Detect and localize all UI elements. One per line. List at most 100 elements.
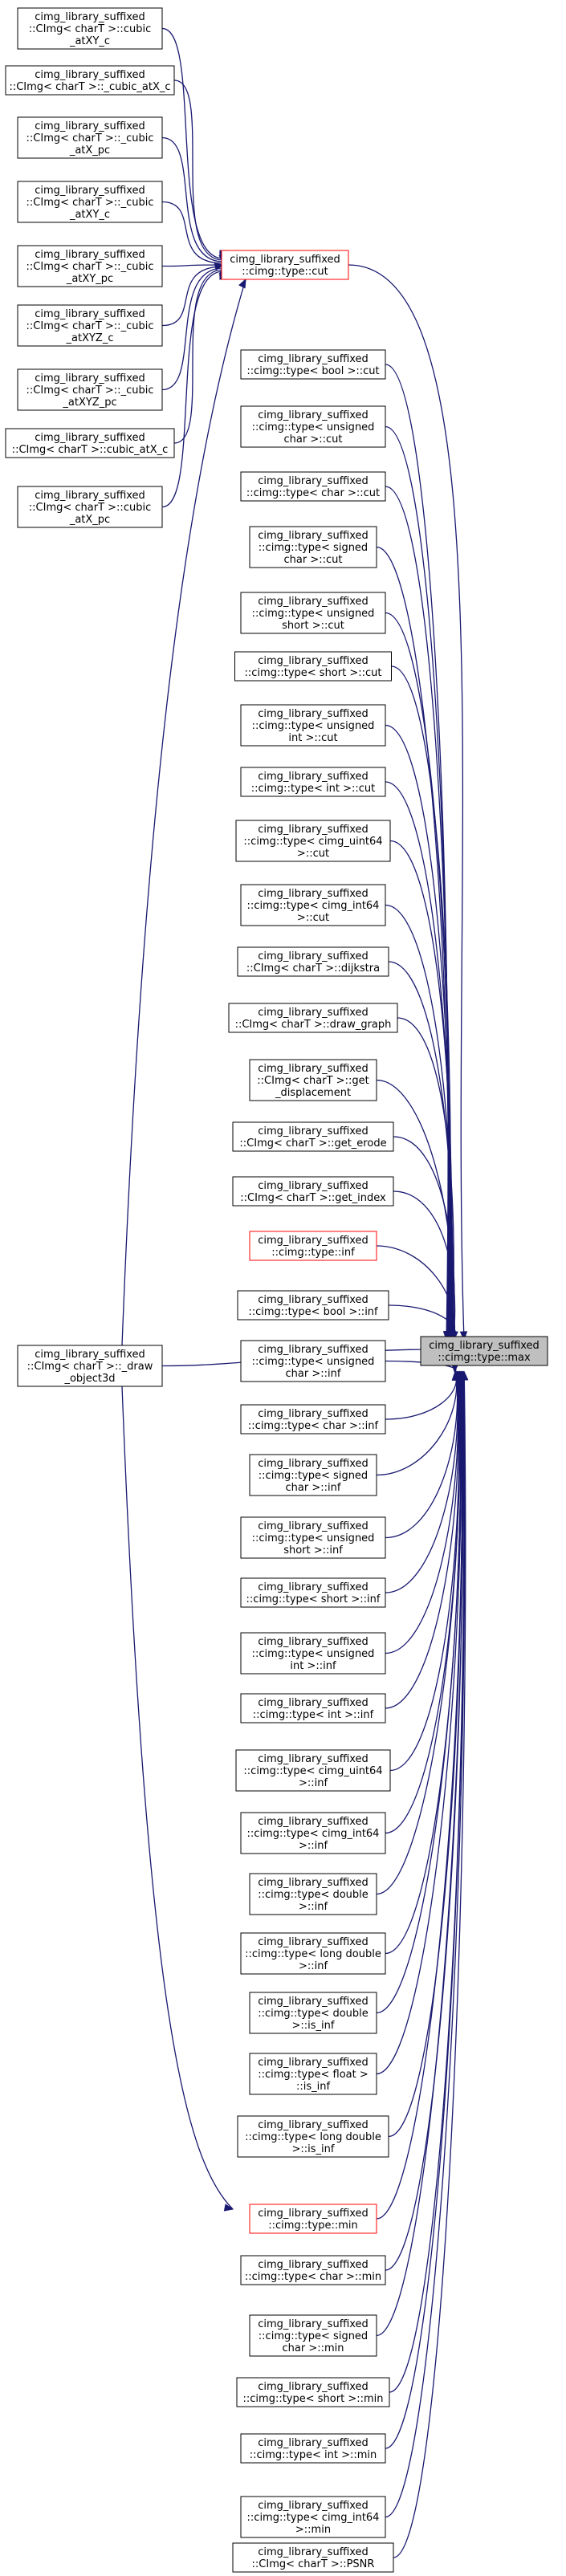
node-label-line: cimg_library_suffixed — [258, 1936, 369, 1948]
node-ushort_inf[interactable]: cimg_library_suffixed::cimg::type< unsig… — [240, 1516, 386, 1559]
node-PSNR[interactable]: cimg_library_suffixed::CImg< charT >::PS… — [232, 2542, 394, 2573]
edge-arrow — [161, 136, 227, 263]
node-label-line: ::CImg< charT >::_cubic_atX_c — [9, 81, 170, 93]
node-double_inf[interactable]: cimg_library_suffixed::cimg::type< doubl… — [249, 1873, 377, 1915]
node-label-line: cimg_library_suffixed — [258, 2381, 369, 2393]
node-uint64_cut[interactable]: cimg_library_suffixed::cimg::type< cimg_… — [235, 820, 391, 862]
node-label-line: cimg_library_suffixed — [258, 2500, 369, 2512]
node-label-line: ::cimg::type< int >::cut — [251, 783, 375, 795]
node-label-line: cimg_library_suffixed — [258, 1520, 369, 1532]
edge-arrow — [376, 1370, 463, 1895]
node-double_is_inf[interactable]: cimg_library_suffixed::cimg::type< doubl… — [249, 1992, 377, 2034]
node-schar_min[interactable]: cimg_library_suffixed::cimg::type< signe… — [249, 2314, 377, 2357]
node-uint_inf[interactable]: cimg_library_suffixed::cimg::type< unsig… — [240, 1632, 386, 1675]
node-label-line: >::is_inf — [292, 2020, 335, 2032]
node-schar_inf[interactable]: cimg_library_suffixed::cimg::type< signe… — [249, 1454, 377, 1496]
node-short_min[interactable]: cimg_library_suffixed::cimg::type< short… — [236, 2377, 390, 2407]
node-label-line: cimg_library_suffixed — [258, 824, 369, 836]
node-uint_cut[interactable]: cimg_library_suffixed::cimg::type< unsig… — [240, 704, 386, 747]
node-int_inf[interactable]: cimg_library_suffixed::cimg::type< int >… — [240, 1693, 386, 1723]
node-int64_cut[interactable]: cimg_library_suffixed::cimg::type< cimg_… — [240, 884, 386, 926]
node-_cubic_atX_c[interactable]: cimg_library_suffixed::CImg< charT >::_c… — [5, 65, 175, 96]
node-type_inf[interactable]: cimg_library_suffixed::cimg::type::inf — [249, 1231, 377, 1261]
edge-arrow — [173, 79, 227, 262]
node-dijkstra[interactable]: cimg_library_suffixed::CImg< charT >::di… — [237, 946, 389, 977]
node-int_cut[interactable]: cimg_library_suffixed::cimg::type< int >… — [240, 767, 386, 797]
node-schar_cut[interactable]: cimg_library_suffixed::cimg::type< signe… — [249, 526, 377, 568]
node-label-line: cimg_library_suffixed — [258, 1996, 369, 2008]
node-uchar_inf[interactable]: cimg_library_suffixed::cimg::type< unsig… — [240, 1340, 386, 1382]
edge-arrow — [385, 1370, 468, 2449]
node-label-line: _atXY_pc — [66, 273, 113, 285]
node-_cubic_atXY_c[interactable]: cimg_library_suffixed::CImg< charT >::_c… — [17, 181, 163, 223]
node-int_min[interactable]: cimg_library_suffixed::cimg::type< int >… — [240, 2433, 386, 2464]
node-label-line: cimg_library_suffixed — [35, 185, 145, 197]
node-label-line: cimg_library_suffixed — [230, 254, 340, 266]
node-bool_inf[interactable]: cimg_library_suffixed::cimg::type< bool … — [237, 1290, 389, 1321]
node-char_min[interactable]: cimg_library_suffixed::cimg::type< char … — [240, 2255, 386, 2285]
node-bool_cut[interactable]: cimg_library_suffixed::cimg::type< bool … — [240, 349, 386, 380]
node-short_cut[interactable]: cimg_library_suffixed::cimg::type< short… — [234, 651, 392, 682]
node-label-line: char >::cut — [284, 554, 343, 566]
node-float_is_inf[interactable]: cimg_library_suffixed::cimg::type< float… — [249, 2053, 377, 2095]
node-uint64_inf[interactable]: cimg_library_suffixed::cimg::type< cimg_… — [235, 1749, 391, 1792]
node-label-line: >::is_inf — [292, 2143, 335, 2155]
node-get_displacement[interactable]: cimg_library_suffixed::CImg< charT >::ge… — [249, 1059, 377, 1101]
edge-arrow — [385, 364, 451, 1341]
node-_draw_object3d[interactable]: cimg_library_suffixed::CImg< charT >::_d… — [17, 1345, 163, 1387]
node-label-line: _displacement — [275, 1087, 351, 1099]
node-label-line: ::cimg::type< long double — [245, 1948, 381, 1960]
node-label-line: >::cut — [297, 912, 329, 924]
node-_cubic_atXY_pc[interactable]: cimg_library_suffixed::CImg< charT >::_c… — [17, 245, 163, 287]
node-label-line: cimg_library_suffixed — [258, 1408, 369, 1420]
edge-arrow — [385, 486, 452, 1341]
node-label-line: ::CImg< charT >::PSNR — [252, 2558, 375, 2570]
node-max[interactable]: cimg_library_suffixed::cimg::type::max — [420, 1336, 548, 1366]
node-label-line: >::min — [295, 2524, 331, 2536]
node-label-line: _atXYZ_c — [66, 332, 114, 344]
node-label-line: _atX_pc — [69, 144, 110, 157]
node-draw_graph[interactable]: cimg_library_suffixed::CImg< charT >::dr… — [228, 1003, 398, 1033]
node-label-line: cimg_library_suffixed — [258, 1180, 369, 1192]
node-ldouble_is_inf[interactable]: cimg_library_suffixed::cimg::type< long … — [237, 2115, 389, 2158]
edge-arrow — [121, 278, 246, 1346]
edge-arrow — [385, 1370, 460, 1420]
edge-arrow — [173, 268, 227, 444]
node-uchar_cut[interactable]: cimg_library_suffixed::cimg::type< unsig… — [240, 405, 386, 448]
node-label-line: char >::cut — [284, 433, 343, 446]
edge-arrow — [393, 1370, 469, 2558]
node-cubic_atX_c[interactable]: cimg_library_suffixed::CImg< charT >::cu… — [5, 428, 175, 458]
node-int64_min[interactable]: cimg_library_suffixed::cimg::type< cimg_… — [240, 2496, 386, 2538]
node-label-line: ::cimg::type< char >::cut — [246, 487, 380, 499]
node-label-line: ::cimg::type< cimg_int64 — [247, 900, 380, 912]
node-get_index[interactable]: cimg_library_suffixed::CImg< charT >::ge… — [232, 1176, 394, 1207]
node-label-line: ::cimg::type< bool >::cut — [246, 365, 379, 377]
node-ushort_cut[interactable]: cimg_library_suffixed::cimg::type< unsig… — [240, 592, 386, 634]
edge-arrow — [161, 27, 227, 260]
node-_cubic_atX_pc[interactable]: cimg_library_suffixed::CImg< charT >::_c… — [17, 116, 163, 159]
node-label-line: ::CImg< charT >::_cubic — [26, 320, 154, 332]
node-cubic_atX_pc[interactable]: cimg_library_suffixed::CImg< charT >::cu… — [17, 486, 163, 528]
node-int64_inf[interactable]: cimg_library_suffixed::cimg::type< cimg_… — [240, 1812, 386, 1854]
node-label-line: cimg_library_suffixed — [258, 409, 369, 421]
node-type_min[interactable]: cimg_library_suffixed::cimg::type::min — [249, 2204, 377, 2234]
node-label-line: ::cimg::type< int >::inf — [253, 1709, 374, 1721]
node-label-line: ::cimg::type< signed — [259, 1470, 368, 1482]
node-ldouble_inf[interactable]: cimg_library_suffixed::cimg::type< long … — [240, 1932, 386, 1975]
node-label-line: ::cimg::type< long double — [245, 2131, 381, 2143]
node-label-line: char >::inf — [286, 1482, 341, 1494]
node-type_cut[interactable]: cimg_library_suffixed::cimg::type::cut — [221, 250, 349, 280]
node-label-line: ::cimg::type< signed — [259, 2330, 368, 2342]
node-label-line: ::CImg< charT >::_cubic — [26, 261, 154, 273]
node-get_erode[interactable]: cimg_library_suffixed::CImg< charT >::ge… — [232, 1121, 394, 1152]
node-label-line: cimg_library_suffixed — [35, 69, 145, 81]
node-cubic_atXY_c[interactable]: cimg_library_suffixed::CImg< charT >::cu… — [17, 7, 163, 50]
node-_cubic_atXYZ_pc[interactable]: cimg_library_suffixed::CImg< charT >::_c… — [17, 368, 163, 411]
node-label-line: cimg_library_suffixed — [258, 1753, 369, 1765]
node-char_cut[interactable]: cimg_library_suffixed::cimg::type< char … — [240, 471, 386, 502]
node-short_inf[interactable]: cimg_library_suffixed::cimg::type< short… — [240, 1577, 386, 1608]
node-label-line: cimg_library_suffixed — [258, 1816, 369, 1828]
node-_cubic_atXYZ_c[interactable]: cimg_library_suffixed::CImg< charT >::_c… — [17, 304, 163, 347]
node-char_inf[interactable]: cimg_library_suffixed::cimg::type< char … — [240, 1404, 386, 1435]
node-label-line: ::cimg::type< short >::cut — [245, 667, 382, 679]
